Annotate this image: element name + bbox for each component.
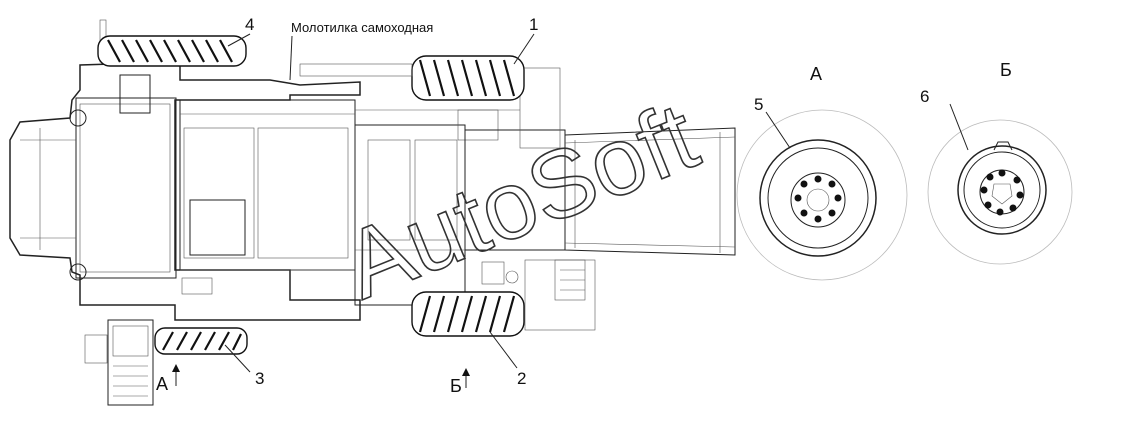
callout-4: 4 — [245, 15, 254, 34]
watermark: AutoSoft — [330, 82, 712, 319]
view-b-title: Б — [1000, 60, 1012, 80]
callout-2: 2 — [517, 369, 526, 388]
view-a-title: А — [810, 64, 822, 84]
leader-lines — [172, 33, 969, 388]
view-a-bolts — [794, 175, 842, 223]
callout-5: 5 — [754, 95, 763, 114]
wheel-1 — [299, 55, 525, 101]
view-b-marker: Б — [450, 376, 462, 396]
callout-1: 1 — [529, 15, 538, 34]
machine-body — [9, 19, 736, 406]
view-b-wheel — [927, 119, 1073, 265]
machine-caption: Молотилка самоходная — [291, 20, 433, 35]
wheel-4 — [97, 35, 247, 67]
wheel-3 — [154, 327, 248, 355]
view-b-bolts — [980, 169, 1024, 216]
view-a-wheel — [736, 109, 908, 281]
wheel-2 — [411, 291, 525, 337]
callout-3: 3 — [255, 369, 264, 388]
callout-6: 6 — [920, 87, 929, 106]
view-a-marker: А — [156, 374, 168, 394]
